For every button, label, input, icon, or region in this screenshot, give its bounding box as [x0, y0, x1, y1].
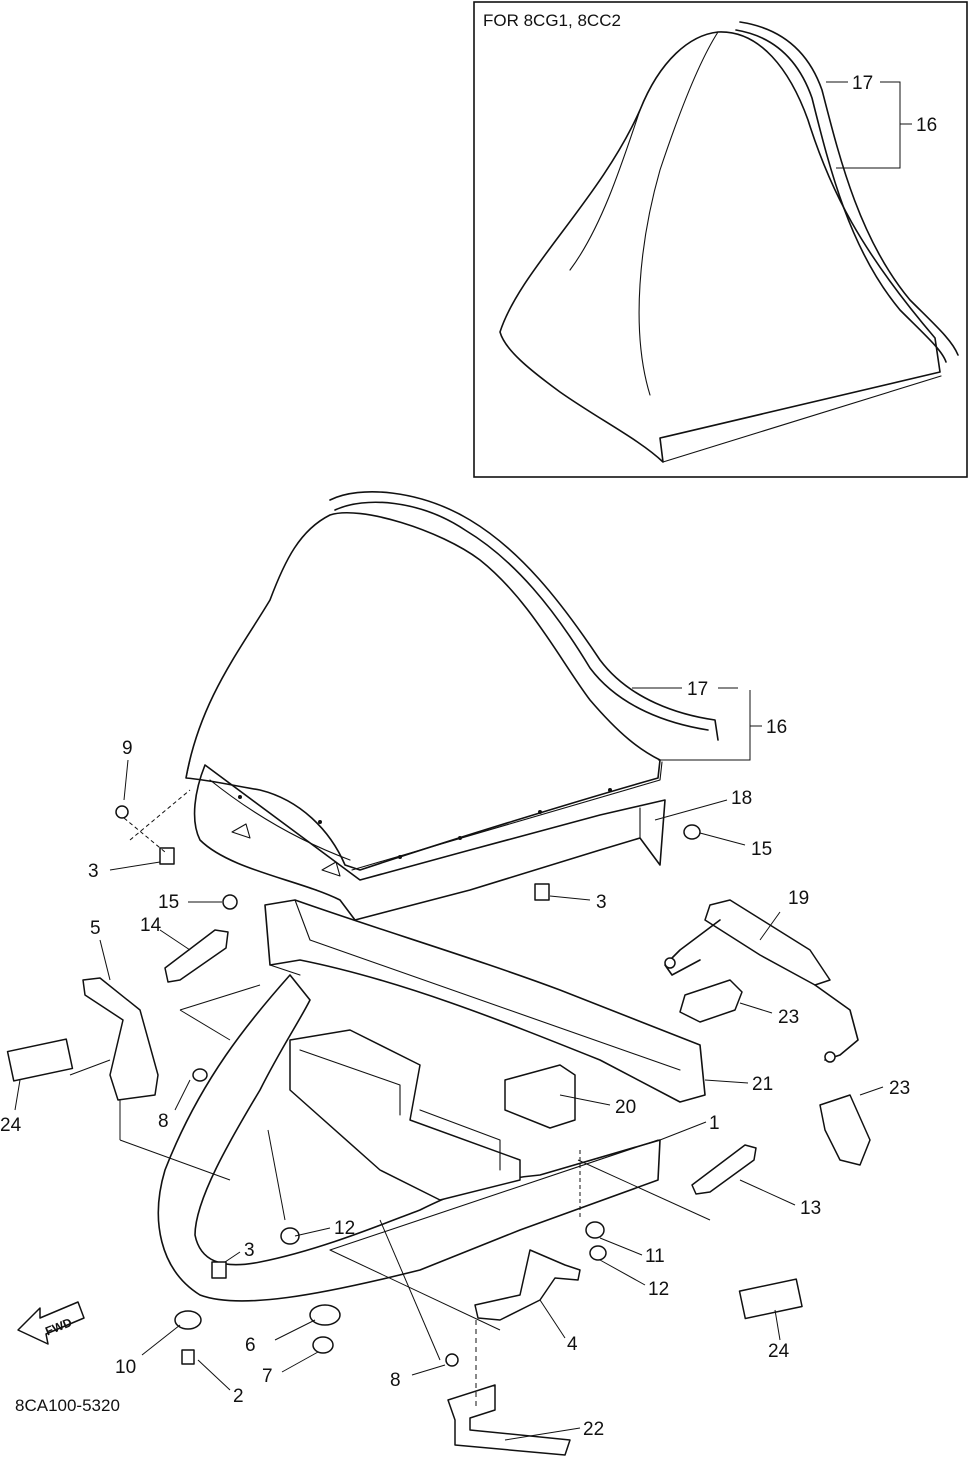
screw-15-left [222, 894, 238, 910]
callout-8-upper: 8 [158, 1111, 169, 1132]
air-duct-end [269, 964, 301, 976]
fasteners [115, 805, 701, 1367]
nut-12-left [280, 1227, 300, 1245]
grommet-6 [309, 1304, 341, 1326]
cowl-crease [209, 779, 351, 861]
callout-3-lower: 3 [244, 1240, 255, 1261]
inset-callout-17: 17 [852, 73, 873, 94]
inset-callout-16: 16 [916, 115, 937, 136]
assembly-lines [69, 789, 711, 1410]
bracket-14 [164, 929, 229, 983]
windscreen-lower-edge [351, 761, 663, 871]
callout-labels: 17 16 18 15 3 9 3 15 14 5 19 23 23 21 20… [0, 679, 910, 1440]
callout-12-left: 12 [334, 1218, 355, 1239]
air-duct-ridge [294, 899, 681, 1071]
bolt-9 [115, 805, 129, 819]
cowl-tab-center [321, 861, 341, 877]
callout-16: 16 [766, 717, 787, 738]
callout-18: 18 [731, 788, 752, 809]
callout-2: 2 [233, 1386, 244, 1407]
upper-cowl-panel [193, 764, 666, 921]
callout-23-lower: 23 [889, 1078, 910, 1099]
callout-17: 17 [687, 679, 708, 700]
inset-windscreen-edge [638, 31, 719, 396]
nut-7 [312, 1336, 334, 1354]
callout-8-lower: 8 [390, 1370, 401, 1391]
callout-24-left: 24 [0, 1115, 22, 1136]
cowl-tab-left [231, 823, 251, 839]
callout-20: 20 [615, 1097, 636, 1118]
instrument-housing [289, 1029, 521, 1201]
inset-windscreen-crease [569, 109, 641, 271]
inset-trim-strip-outer [739, 21, 959, 356]
callout-15-right: 15 [751, 839, 772, 860]
air-duct-body [264, 899, 706, 1103]
callout-13: 13 [800, 1198, 821, 1219]
inset-panel: FOR 8CG1, 8CC2 17 16 [473, 1, 968, 478]
inset-trim-strip-inner [735, 29, 947, 363]
windscreen-trim-inner [334, 501, 709, 731]
callout-leaders [14, 687, 884, 1441]
emblem-24-left [6, 1038, 74, 1082]
callout-23-upper: 23 [778, 1007, 799, 1028]
callout-7: 7 [262, 1366, 273, 1387]
callout-9: 9 [122, 738, 133, 759]
inset-windscreen-base [662, 375, 942, 463]
grommet-10 [174, 1310, 202, 1330]
nut-3-lower [211, 1261, 227, 1279]
bracket-5 [82, 977, 159, 1101]
callout-6: 6 [245, 1335, 256, 1356]
screw-8-upper [192, 1068, 208, 1082]
cowl-panel [193, 764, 666, 921]
windscreen-corner [185, 759, 191, 779]
grommet-11 [585, 1221, 605, 1239]
callout-5: 5 [90, 918, 101, 939]
mounting-stay [664, 899, 859, 1063]
stay-arm-right [814, 984, 859, 1061]
callout-1: 1 [709, 1113, 720, 1134]
callout-12-right: 12 [648, 1279, 669, 1300]
fwd-arrow: FWD [17, 1301, 85, 1345]
callout-11: 11 [645, 1246, 665, 1267]
stay-upper [704, 899, 831, 986]
screw-15-right [683, 824, 701, 840]
windscreen-trim-outer [329, 491, 719, 741]
emblem-24-right [738, 1278, 803, 1320]
callout-15-left: 15 [158, 892, 179, 913]
inset-title: FOR 8CG1, 8CC2 [483, 11, 621, 30]
callout-24-right: 24 [768, 1341, 790, 1362]
bracket-4 [474, 1249, 581, 1321]
callout-4: 4 [567, 1334, 578, 1355]
duct-piece [504, 1064, 576, 1129]
windscreen [185, 511, 661, 871]
air-duct [264, 899, 706, 1103]
nut-3-left [159, 847, 175, 865]
inset-windscreen [499, 31, 941, 463]
bracket-13 [691, 1144, 757, 1195]
callout-22: 22 [583, 1419, 604, 1440]
inner-panel [157, 974, 661, 1302]
fwd-arrow-shape [17, 1301, 85, 1345]
callout-10: 10 [115, 1357, 136, 1378]
callout-3-right: 3 [596, 892, 607, 913]
callout-19: 19 [788, 888, 809, 909]
inset-border [473, 1, 968, 478]
screw-8-lower [445, 1353, 459, 1367]
bracket-23-upper [679, 979, 743, 1023]
callout-21: 21 [752, 1074, 773, 1095]
callout-3-left: 3 [88, 861, 99, 882]
bracket-23-lower [819, 1094, 871, 1166]
windscreen-assembly [185, 491, 719, 871]
bolt-2 [181, 1349, 195, 1365]
strap-22 [447, 1384, 571, 1456]
nut-3-right [534, 883, 550, 901]
nut-12-right [589, 1245, 607, 1261]
callout-14: 14 [140, 915, 162, 936]
diagram-code: 8CA100-5320 [15, 1396, 120, 1415]
